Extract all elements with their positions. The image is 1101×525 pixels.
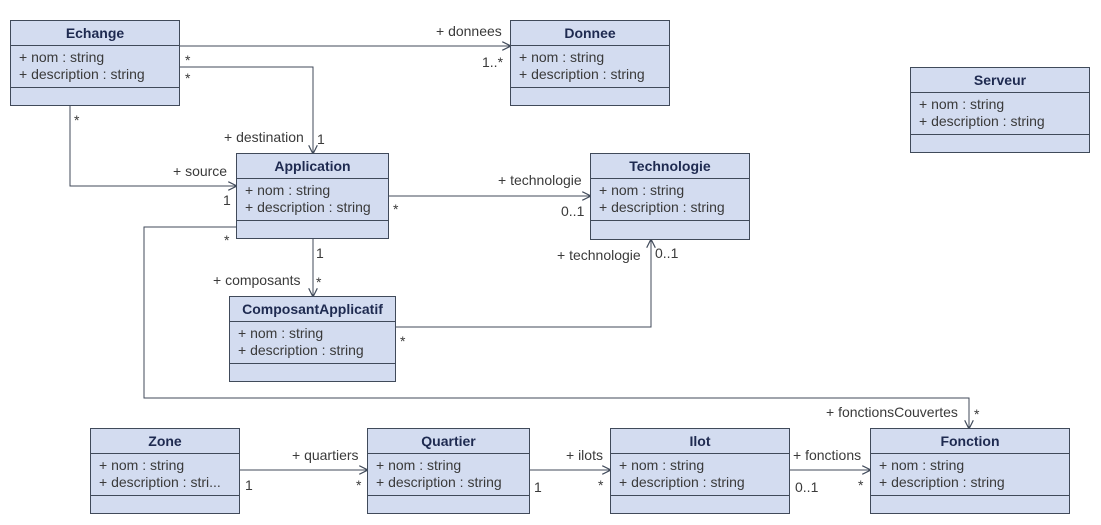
class-name: Fonction [871, 429, 1069, 454]
attribute: + nom : string [245, 182, 331, 198]
class-name: Donnee [511, 21, 669, 46]
multiplicity-label: 1 [534, 479, 542, 495]
attribute: + description : string [919, 113, 1045, 129]
class-name: Zone [91, 429, 239, 454]
attribute: + description : string [376, 474, 502, 490]
attribute: + nom : string [599, 182, 685, 198]
edge-echange-application-destination[interactable] [180, 66, 313, 153]
role-label: + fonctions [793, 447, 862, 463]
attribute: + nom : string [376, 457, 462, 473]
multiplicity-label: 1 [245, 477, 253, 493]
class-composant-applicatif[interactable]: ComposantApplicatif + nom : string + des… [229, 296, 396, 382]
multiplicity-label: * [974, 406, 980, 422]
attribute: + description : string [245, 199, 371, 215]
attribute: + nom : string [99, 457, 185, 473]
role-label: + source [173, 163, 228, 179]
attribute: + description : string [19, 66, 145, 82]
multiplicity-label: 1 [223, 192, 231, 208]
attribute: + description : string [879, 474, 1005, 490]
class-name: Ilot [611, 429, 789, 454]
multiplicity-label: * [400, 333, 406, 349]
role-label: + composants [213, 272, 301, 288]
attribute-compartment: + nom : string + description : string [611, 454, 789, 496]
attribute-compartment: + nom : string + description : string [368, 454, 529, 496]
multiplicity-label: * [393, 201, 399, 217]
attribute: + description : string [599, 199, 725, 215]
class-application[interactable]: Application + nom : string + description… [236, 153, 389, 239]
attribute: + nom : string [19, 49, 105, 65]
multiplicity-label: * [74, 112, 80, 128]
multiplicity-label: * [224, 232, 230, 248]
multiplicity-label: 0..1 [795, 479, 819, 495]
role-label: + fonctionsCouvertes [826, 404, 958, 420]
attribute: + nom : string [879, 457, 965, 473]
class-quartier[interactable]: Quartier + nom : string + description : … [367, 428, 530, 514]
attribute: + nom : string [619, 457, 705, 473]
role-label: + technologie [557, 247, 641, 263]
class-donnee[interactable]: Donnee + nom : string + description : st… [510, 20, 670, 106]
class-name: Quartier [368, 429, 529, 454]
attribute-compartment: + nom : string + description : string [511, 46, 669, 88]
multiplicity-label: * [185, 70, 191, 86]
edge-composant-technologie[interactable] [396, 240, 651, 328]
edge-application-fonction[interactable] [143, 226, 969, 428]
role-label: + quartiers [292, 447, 359, 463]
attribute-compartment: + nom : string + description : string [11, 46, 179, 88]
multiplicity-label: * [316, 274, 322, 290]
attribute-compartment: + nom : string + description : string [237, 179, 388, 221]
multiplicity-label: 0..1 [655, 245, 679, 261]
attribute-compartment: + nom : string + description : string [591, 179, 749, 221]
edge-echange-application-source[interactable] [69, 105, 236, 186]
class-name: Serveur [911, 68, 1089, 93]
attribute: + description : string [519, 66, 645, 82]
attribute-compartment: + nom : string + description : stri... [91, 454, 239, 496]
multiplicity-label: * [185, 52, 191, 68]
class-name: Echange [11, 21, 179, 46]
multiplicity-label: * [858, 477, 864, 493]
multiplicity-label: * [598, 477, 604, 493]
role-label: + destination [224, 129, 304, 145]
multiplicity-label: 1 [316, 245, 324, 261]
role-label: + ilots [566, 447, 603, 463]
class-name: Application [237, 154, 388, 179]
class-serveur[interactable]: Serveur + nom : string + description : s… [910, 67, 1090, 153]
attribute-compartment: + nom : string + description : string [230, 322, 395, 364]
attribute-compartment: + nom : string + description : string [871, 454, 1069, 496]
multiplicity-label: 1..* [482, 54, 504, 70]
multiplicity-label: * [356, 477, 362, 493]
class-name: ComposantApplicatif [230, 297, 395, 322]
attribute: + nom : string [238, 325, 324, 341]
class-echange[interactable]: Echange + nom : string + description : s… [10, 20, 180, 106]
role-label: + technologie [498, 172, 582, 188]
attribute: + nom : string [519, 49, 605, 65]
attribute-compartment: + nom : string + description : string [911, 93, 1089, 135]
class-name: Technologie [591, 154, 749, 179]
class-ilot[interactable]: Ilot + nom : string + description : stri… [610, 428, 790, 514]
role-label: + donnees [436, 23, 502, 39]
class-fonction[interactable]: Fonction + nom : string + description : … [870, 428, 1070, 514]
class-zone[interactable]: Zone + nom : string + description : stri… [90, 428, 240, 514]
multiplicity-label: 1 [317, 131, 325, 147]
attribute: + description : string [238, 342, 364, 358]
attribute: + nom : string [919, 96, 1005, 112]
class-technologie[interactable]: Technologie + nom : string + description… [590, 153, 750, 240]
multiplicity-label: 0..1 [561, 203, 585, 219]
attribute: + description : stri... [99, 474, 221, 490]
attribute: + description : string [619, 474, 745, 490]
